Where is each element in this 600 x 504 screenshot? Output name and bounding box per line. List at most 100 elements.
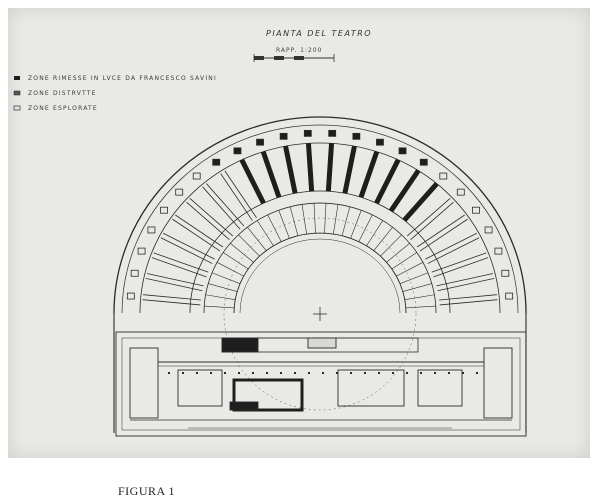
drawing-sheet: PIANTA DEL TEATRO RAPP. 1:200 ZONE RIMES… (8, 8, 590, 458)
orchestra-steps (204, 203, 436, 309)
outer-pier (352, 132, 361, 140)
legend-item-destroyed: ZONE DISTRVTTE (28, 90, 97, 97)
legend: ZONE RIMESSE IN LVCE DA FRANCESCO SAVINI… (13, 75, 217, 112)
step-divider (289, 206, 299, 236)
scaena-building (115, 331, 527, 437)
column-base (182, 372, 184, 374)
column-base (448, 372, 450, 374)
legend-item-excavated: ZONE RIMESSE IN LVCE DA FRANCESCO SAVINI (28, 75, 217, 82)
radial-wall-explored (431, 252, 489, 278)
column-base (210, 372, 212, 374)
outer-pier (505, 292, 514, 300)
radial-wall-excavated (305, 143, 315, 192)
radial-wall-excavated (402, 181, 439, 222)
outer-pier (303, 129, 312, 137)
outer-pier (472, 206, 480, 214)
step-divider (405, 305, 436, 309)
radial-wall-explored (436, 273, 495, 292)
step-divider (350, 210, 362, 239)
column-base (392, 372, 394, 374)
radial-wall-explored (439, 294, 498, 306)
outer-pier (419, 158, 428, 166)
column-base (196, 372, 198, 374)
column-base (294, 372, 296, 374)
step-divider (313, 203, 316, 234)
column-base (462, 372, 464, 374)
radial-wall-excavated (260, 150, 282, 199)
step-divider (278, 210, 290, 239)
scale-bar (253, 54, 335, 62)
theatre-plan-drawing: PIANTA DEL TEATRO RAPP. 1:200 ZONE RIMES… (13, 29, 527, 437)
outer-pier (501, 269, 510, 277)
step-divider (205, 294, 236, 301)
outer-pier (137, 247, 146, 255)
column-base (266, 372, 268, 374)
radial-wall-explored (151, 252, 209, 278)
step-divider (267, 214, 282, 242)
step-divider (380, 234, 402, 257)
column-base (406, 372, 408, 374)
step-divider (301, 204, 307, 235)
outer-pier (130, 269, 139, 277)
column-base (434, 372, 436, 374)
outer-pier (456, 188, 465, 196)
radial-wall-excavated (325, 143, 335, 192)
step-divider (256, 220, 274, 246)
step-divider (324, 203, 327, 234)
outer-pier (328, 129, 337, 137)
column-base (420, 372, 422, 374)
outer-pier (256, 138, 264, 146)
figure-caption: FIGURA 1 (118, 484, 176, 498)
column-base (364, 372, 366, 374)
step-divider (222, 252, 249, 270)
cavea-radial-walls (142, 143, 498, 306)
outer-pier (484, 226, 493, 234)
outer-pier (398, 147, 407, 155)
step-divider (399, 272, 429, 284)
legend-item-explored: ZONE ESPLORATE (28, 105, 98, 112)
radial-wall-excavated (342, 145, 357, 194)
outer-pier (376, 138, 384, 146)
plan-title: PIANTA DEL TEATRO (266, 29, 372, 38)
legend-swatch-hatched (13, 90, 21, 96)
column-base (336, 372, 338, 374)
radial-wall-explored (425, 232, 480, 264)
step-divider (333, 204, 339, 235)
outer-pier (233, 147, 242, 155)
column-base (238, 372, 240, 374)
column-base (280, 372, 282, 374)
step-divider (358, 214, 373, 242)
outer-pier (126, 292, 135, 300)
step-divider (208, 283, 238, 292)
step-divider (396, 262, 424, 277)
radial-wall-excavated (239, 158, 266, 205)
outer-pier (160, 206, 168, 214)
scale-label: RAPP. 1:200 (276, 47, 322, 54)
outer-pier (494, 247, 503, 255)
outer-pier (279, 132, 288, 140)
outer-pier (147, 226, 156, 234)
colonnade-dots (168, 372, 478, 374)
column-base (322, 372, 324, 374)
step-divider (230, 243, 254, 263)
step-divider (373, 227, 393, 251)
outer-pier (439, 172, 448, 180)
column-base (476, 372, 478, 374)
outer-pier (175, 188, 184, 196)
column-base (378, 372, 380, 374)
radial-wall-explored (186, 198, 234, 240)
column-base (168, 372, 170, 374)
step-divider (402, 283, 432, 292)
column-base (224, 372, 226, 374)
step-divider (247, 227, 267, 251)
column-base (350, 372, 352, 374)
outer-pier-squares (126, 129, 514, 300)
outer-pier (212, 158, 221, 166)
radial-wall-explored (160, 232, 215, 264)
radial-wall-excavated (283, 145, 298, 194)
radial-wall-explored (172, 214, 224, 252)
radial-wall-excavated (388, 169, 421, 213)
radial-wall-explored (406, 198, 454, 240)
radial-wall-excavated (374, 158, 401, 205)
step-divider (216, 262, 244, 277)
